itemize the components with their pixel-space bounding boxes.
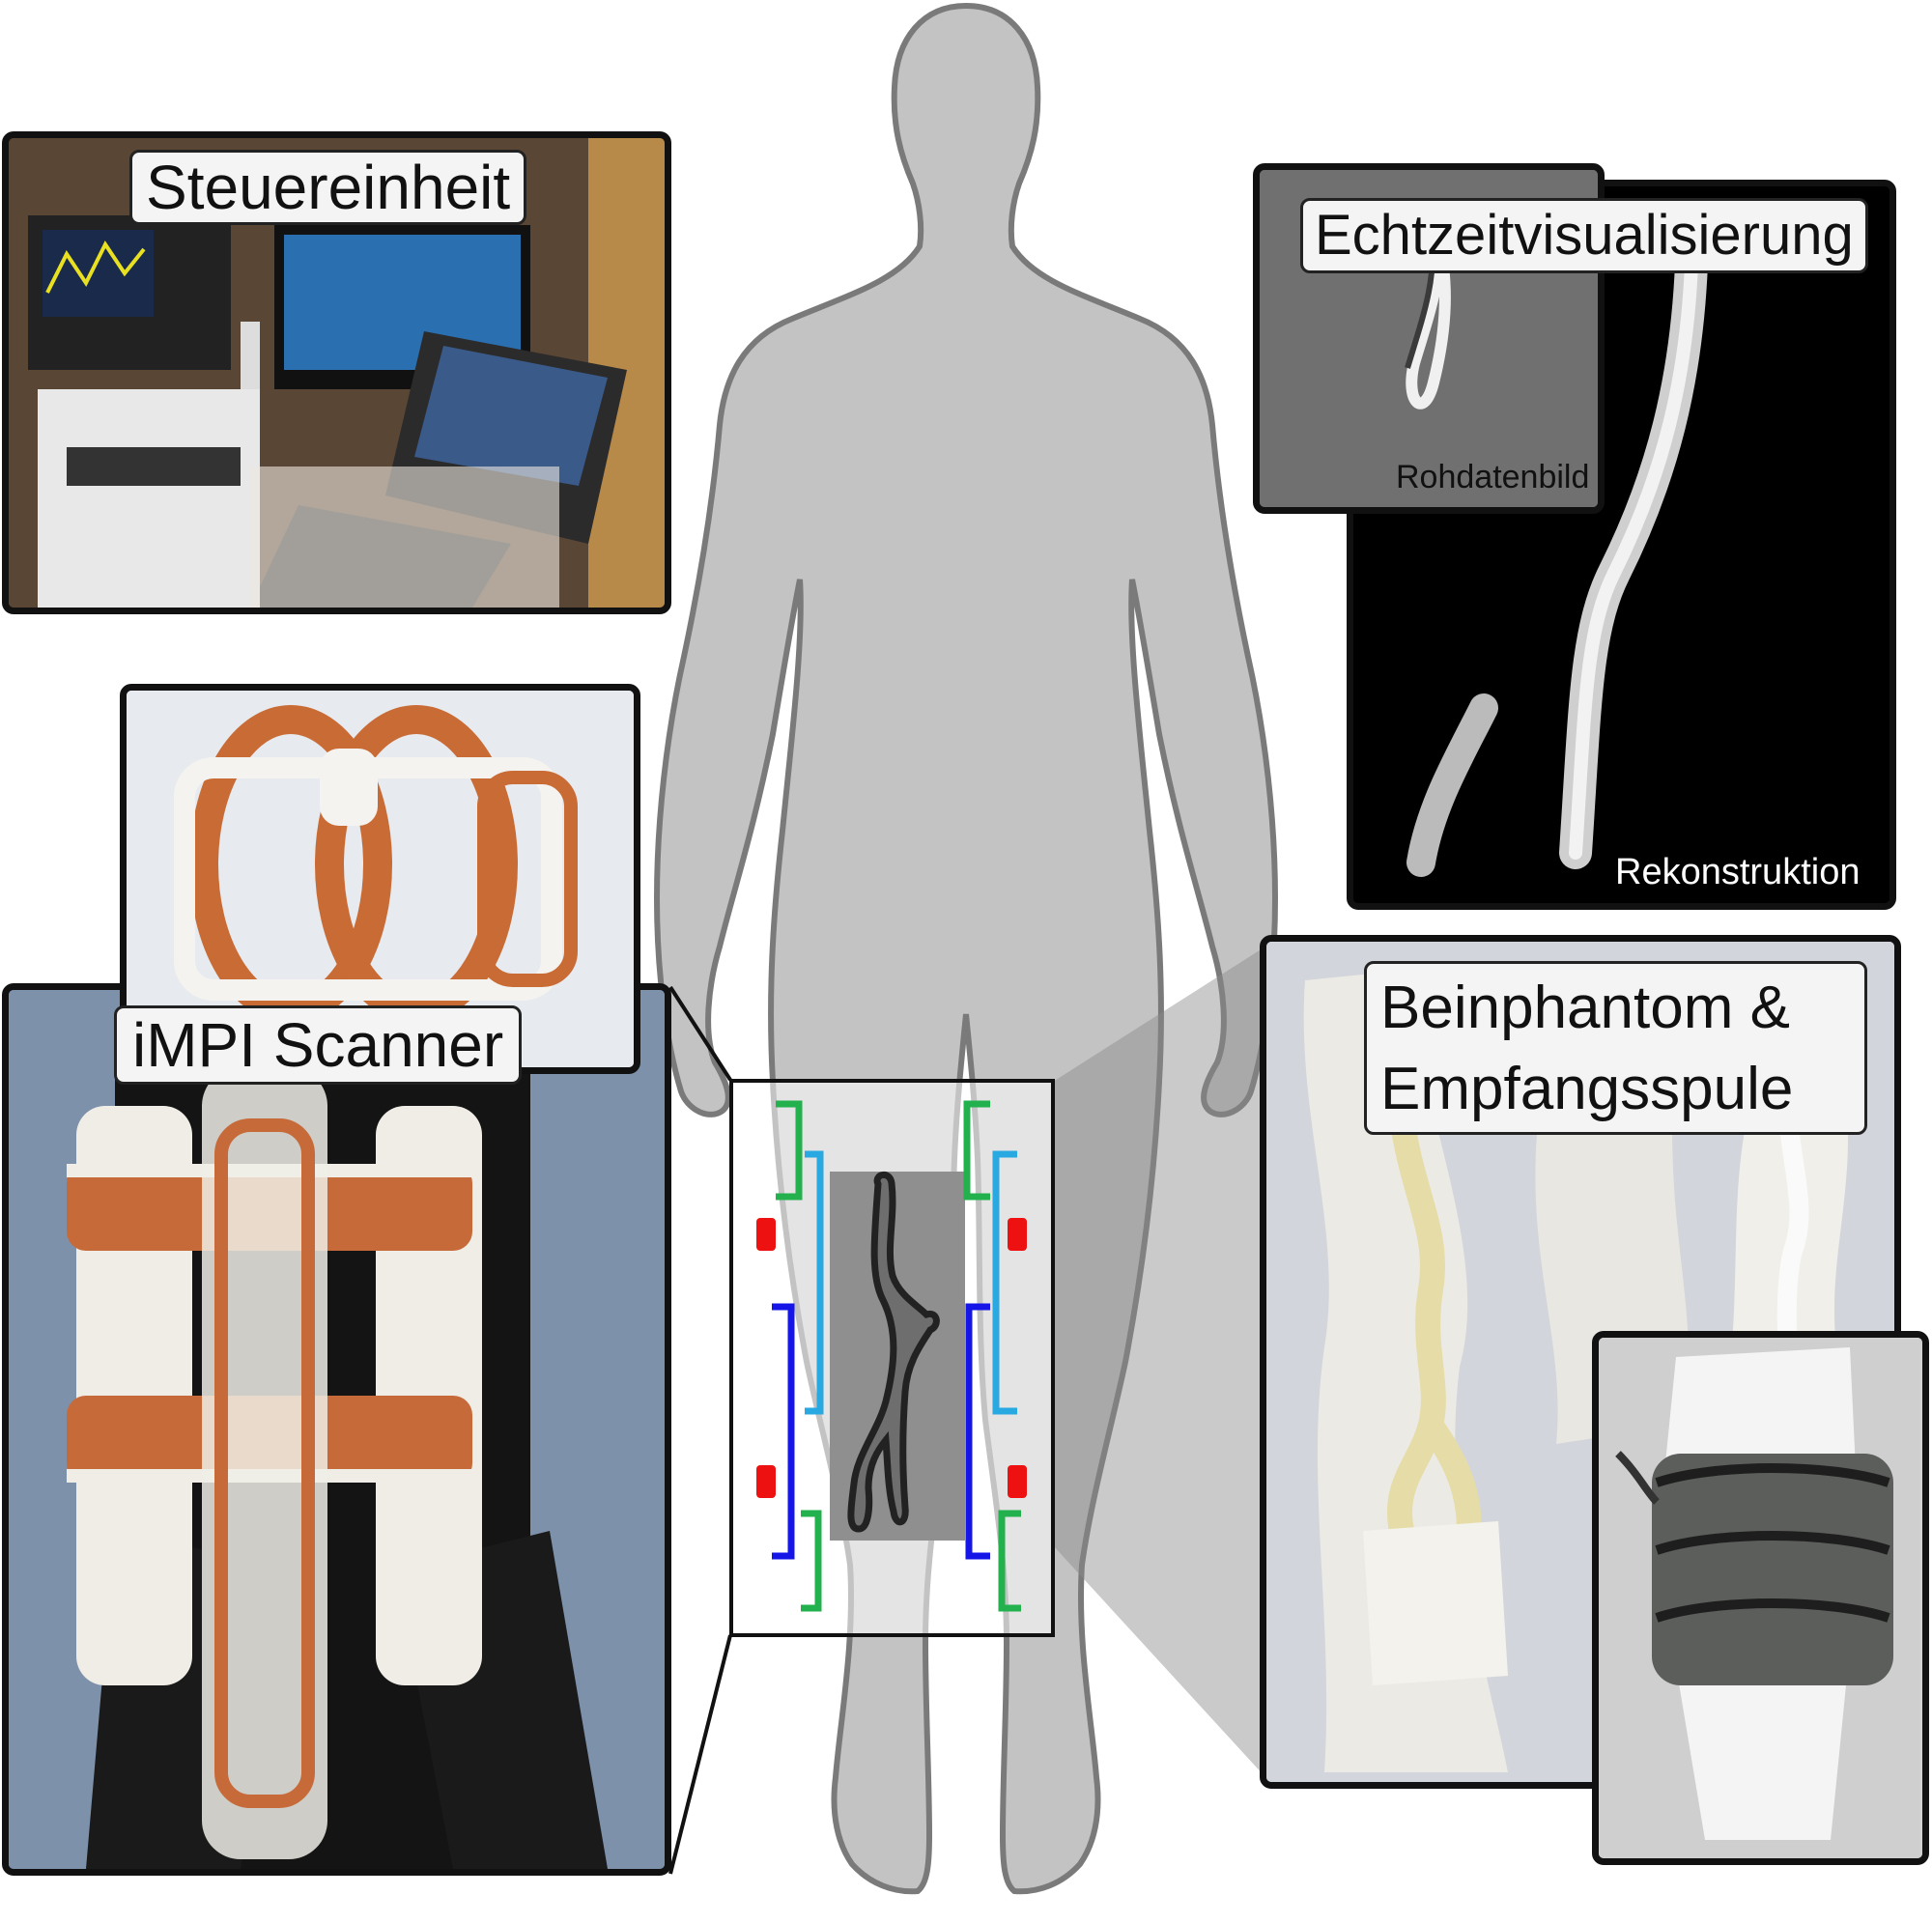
reconstruction-label: Rekonstruktion <box>1615 852 1861 892</box>
control-unit-label: Steuereinheit <box>129 150 527 225</box>
phantom-label-line2: Empfangsspule <box>1380 1056 1794 1122</box>
scanner-detail-photo <box>120 684 640 1074</box>
coil-green-right-bottom <box>998 1510 1021 1612</box>
receive-coil-photo <box>1592 1331 1929 1865</box>
coil-green-left-bottom <box>801 1510 822 1612</box>
coil-inset <box>729 1079 1055 1637</box>
scanner-label: iMPI Scanner <box>114 1005 523 1085</box>
coil-red-right-bottom <box>1008 1465 1027 1498</box>
phantom-label-line1: Beinphantom & <box>1380 975 1790 1041</box>
coil-cyan-left <box>805 1150 824 1415</box>
realtime-visualization-label: Echtzeitvisualisierung <box>1300 198 1868 273</box>
vessel-outline <box>847 1172 940 1533</box>
coil-green-right-top <box>963 1100 990 1201</box>
phantom-label: Beinphantom & Empfangsspule <box>1364 961 1867 1135</box>
coil-blue-right <box>965 1303 990 1560</box>
scanner-photo <box>2 983 671 1876</box>
control-unit-photo <box>2 131 671 614</box>
coil-cyan-right <box>992 1150 1017 1415</box>
coil-red-left-top <box>756 1218 776 1251</box>
coil-red-right-top <box>1008 1218 1027 1251</box>
raw-image-label: Rohdatenbild <box>1396 459 1590 495</box>
coil-green-left-top <box>776 1100 803 1201</box>
coil-red-left-bottom <box>756 1465 776 1498</box>
coil-blue-left <box>772 1303 795 1560</box>
